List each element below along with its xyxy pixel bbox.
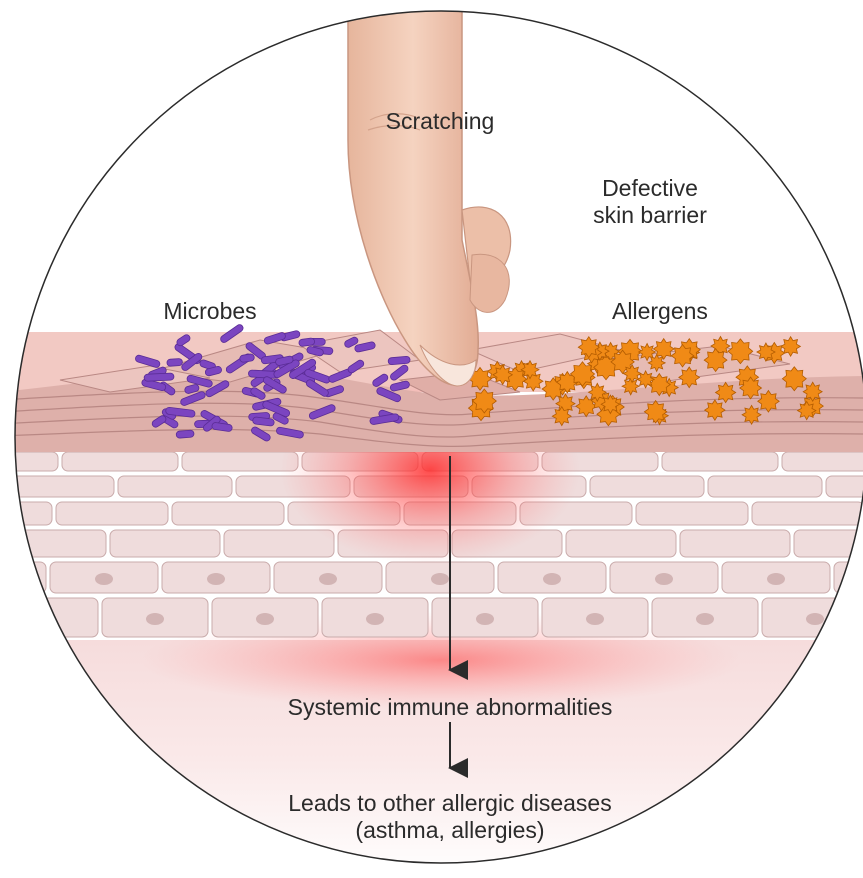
label-defective-skin-barrier: Defective skin barrier [560,175,740,229]
label-leads-to-allergic-diseases: Leads to other allergic diseases (asthma… [220,790,680,844]
label-systemic-immune-abnormalities: Systemic immune abnormalities [230,694,670,721]
label-defective-line2: skin barrier [560,202,740,229]
label-scratching: Scratching [360,108,520,135]
label-defective-line1: Defective [560,175,740,202]
label-microbes: Microbes [130,298,290,325]
label-leads-line1: Leads to other allergic diseases [220,790,680,817]
label-allergens: Allergens [580,298,740,325]
label-leads-line2: (asthma, allergies) [220,817,680,844]
